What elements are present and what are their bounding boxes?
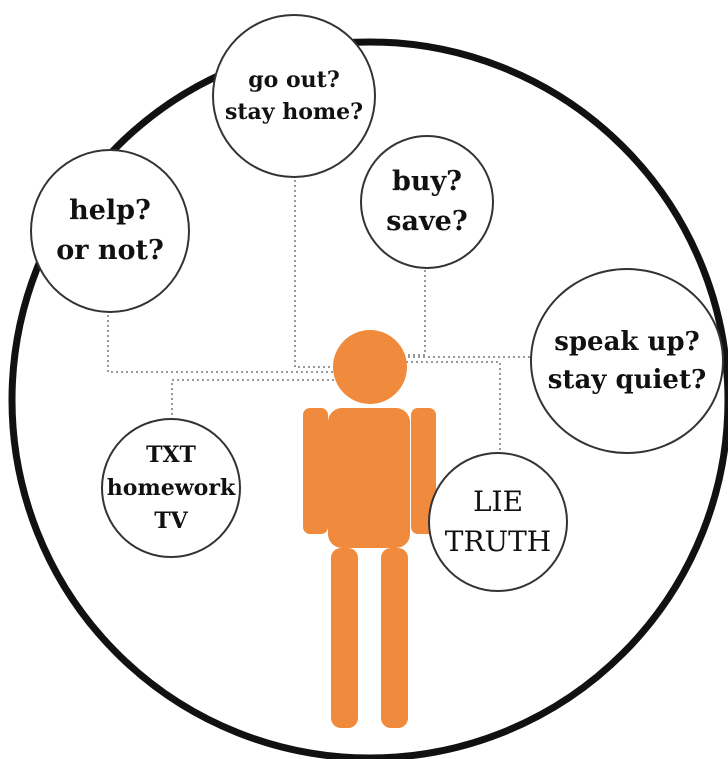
person-left-leg	[331, 548, 358, 728]
bubble-activity: TXT homework TV	[101, 418, 241, 558]
connector-activity	[171, 379, 372, 420]
bubble-help-line-1: help?	[69, 195, 151, 226]
connector-help	[107, 310, 372, 373]
person-right-leg	[381, 548, 408, 728]
bubble-go-out: go out? stay home?	[212, 14, 376, 178]
bubble-activity-line-1: TXT	[146, 441, 196, 468]
bubble-lie-line-1: LIE	[472, 485, 524, 518]
bubble-help-line-2: or not?	[56, 235, 164, 266]
bubble-activity-line-3: TV	[154, 507, 188, 534]
person-left-arm	[303, 408, 328, 534]
bubble-speak: speak up? stay quiet?	[530, 268, 724, 454]
bubble-buy: buy? save?	[360, 135, 494, 269]
bubble-help: help? or not?	[30, 149, 190, 313]
bubble-lie-line-2: TRUTH	[444, 525, 552, 558]
bubble-speak-line-2: stay quiet?	[547, 365, 707, 395]
person-head	[333, 330, 407, 404]
bubble-speak-line-1: speak up?	[554, 327, 700, 357]
bubble-buy-line-2: save?	[386, 206, 468, 237]
outer-circle	[8, 38, 728, 759]
person-figure	[303, 330, 436, 728]
connector-go-out	[294, 170, 372, 368]
person-torso	[328, 408, 410, 548]
bubble-lie-truth: LIE TRUTH	[428, 452, 568, 592]
bubble-go-out-line-2: stay home?	[224, 99, 364, 125]
bubble-go-out-line-1: go out?	[248, 67, 340, 93]
bubble-buy-line-1: buy?	[391, 166, 463, 197]
bubble-activity-line-2: homework	[106, 474, 236, 501]
